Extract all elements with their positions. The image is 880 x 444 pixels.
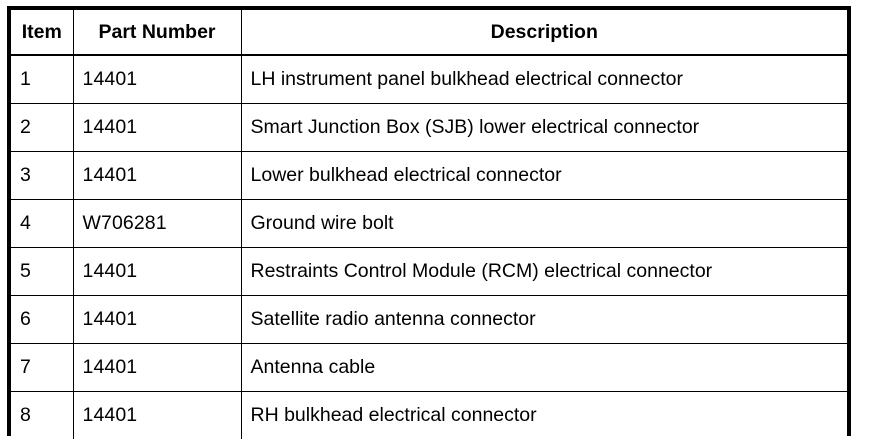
cell-description: LH instrument panel bulkhead electrical … (241, 55, 847, 104)
cell-item: 8 (11, 391, 74, 439)
cell-part-number: 14401 (73, 295, 242, 344)
cell-part-number: 14401 (73, 391, 242, 439)
cell-description: RH bulkhead electrical connector (250, 404, 537, 427)
cell-description: Smart Junction Box (SJB) lower electrica… (241, 103, 847, 152)
cell-item: 3 (11, 151, 74, 200)
table-row: 4 W706281 Ground wire bolt (11, 199, 847, 248)
cell-description: Antenna cable (241, 343, 847, 392)
cell-item: 1 (11, 55, 74, 104)
cell-item: 4 (11, 199, 74, 248)
cell-item: 2 (11, 103, 74, 152)
cell-part-number: W706281 (73, 199, 242, 248)
cell-part-number: 14401 (73, 343, 242, 392)
cell-part-number: 14401 (73, 103, 242, 152)
table-row: 5 14401 Restraints Control Module (RCM) … (11, 247, 847, 296)
parts-table-container: Item Part Number Description 1 14401 LH … (7, 6, 851, 439)
column-header-item: Item (11, 10, 74, 56)
column-header-description: Description (241, 10, 847, 56)
table-row: 2 14401 Smart Junction Box (SJB) lower e… (11, 103, 847, 152)
table-header: Item Part Number Description (11, 10, 847, 56)
table-row: 1 14401 LH instrument panel bulkhead ele… (11, 55, 847, 104)
cell-part-number: 14401 (73, 151, 242, 200)
cell-description: Restraints Control Module (RCM) electric… (241, 247, 847, 296)
cell-item: 6 (11, 295, 74, 344)
table-header-row: Item Part Number Description (11, 10, 847, 56)
parts-legend-table: Item Part Number Description 1 14401 LH … (11, 10, 847, 439)
cell-description: Ground wire bolt (241, 199, 847, 248)
column-header-part-number: Part Number (73, 10, 242, 56)
table-row: 6 14401 Satellite radio antenna connecto… (11, 295, 847, 344)
table-row: 8 14401 RH bulkhead electrical connector (11, 391, 847, 439)
table-row: 3 14401 Lower bulkhead electrical connec… (11, 151, 847, 200)
cell-item: 7 (11, 343, 74, 392)
cell-item: 5 (11, 247, 74, 296)
cell-description: Satellite radio antenna connector (241, 295, 847, 344)
table-row: 7 14401 Antenna cable (11, 343, 847, 392)
table-body: 1 14401 LH instrument panel bulkhead ele… (11, 55, 847, 439)
cell-part-number: 14401 (73, 55, 242, 104)
cell-description: Lower bulkhead electrical connector (241, 151, 847, 200)
cell-part-number: 14401 (73, 247, 242, 296)
